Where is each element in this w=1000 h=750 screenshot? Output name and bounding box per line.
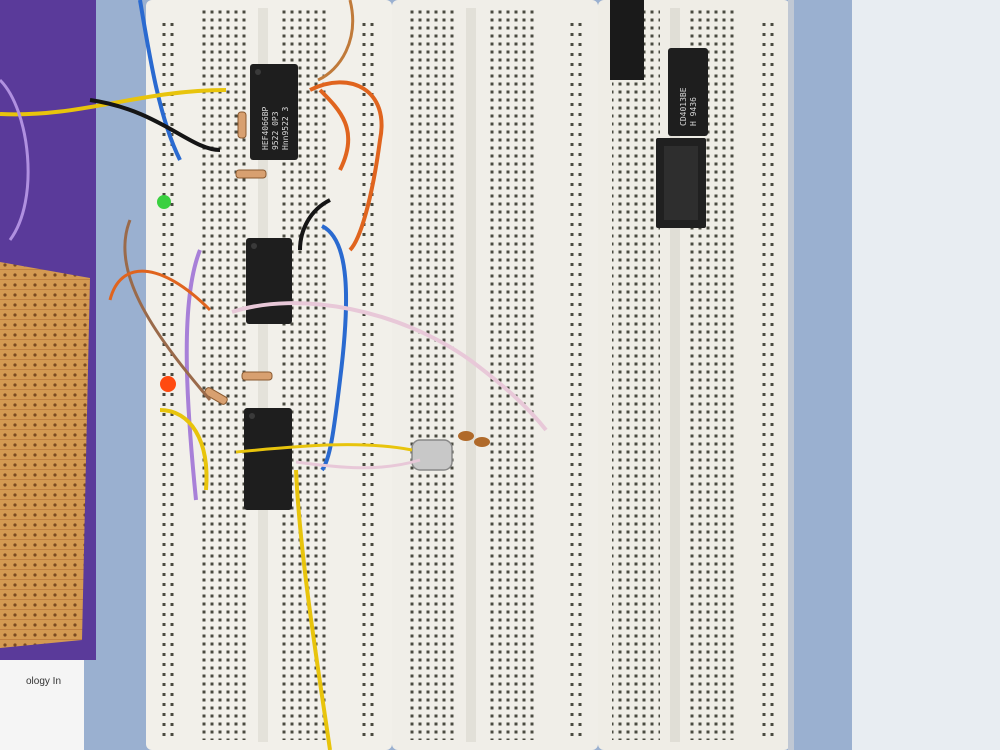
ic-socket-u5 (656, 138, 706, 228)
resistor (237, 111, 247, 139)
ic-chip-u2 (246, 238, 292, 324)
resistor (204, 387, 228, 405)
wire-blue (138, 0, 182, 161)
svg-text:HEF4066BP: HEF4066BP (261, 106, 270, 150)
ic-chip-u3 (244, 408, 292, 510)
resistor (241, 371, 273, 381)
rail-holes (360, 20, 378, 740)
wire-yellow (159, 408, 209, 491)
capacitor (458, 431, 474, 441)
wire-orange (108, 269, 212, 312)
svg-text:H 9436: H 9436 (689, 97, 698, 126)
wire-copper (317, 0, 355, 82)
stripboard (0, 262, 90, 648)
wire-pink (231, 301, 548, 432)
led-green (157, 195, 171, 209)
ic-chip-u4: CD4013BE H 9436 (668, 48, 708, 136)
wire-violet (0, 78, 30, 241)
wire-blue (320, 224, 349, 472)
wire-yellow (235, 443, 413, 454)
wire-black (298, 198, 331, 251)
capacitor (474, 437, 490, 447)
svg-text:Hnn9522 3: Hnn9522 3 (281, 106, 290, 150)
svg-text:CD4013BE: CD4013BE (679, 87, 688, 126)
black-connector (610, 0, 644, 80)
resistor (235, 169, 267, 179)
led-red (160, 376, 176, 392)
paper-text: ology In (26, 676, 61, 687)
wire-orange (309, 80, 384, 252)
wire-black (89, 98, 221, 152)
wire-orange (318, 88, 351, 171)
terminal-holes (408, 10, 456, 740)
center-channel (670, 8, 680, 742)
ic-chip-u1: HEF4066BP 9522 0P3 Hnn9522 3 (250, 64, 298, 160)
rail-holes (760, 20, 778, 740)
wire-yellow (294, 469, 332, 750)
wire-pink (295, 458, 421, 470)
center-channel (466, 8, 476, 742)
crystal-oscillator (411, 439, 453, 471)
paper-sheet (0, 660, 84, 750)
right-shadow (788, 0, 794, 750)
rail-holes (566, 20, 584, 740)
svg-text:9522 0P3: 9522 0P3 (271, 111, 280, 150)
terminal-holes (486, 10, 534, 740)
wire-violet (184, 249, 202, 501)
wire-brown (123, 219, 212, 401)
terminal-holes (612, 10, 660, 740)
